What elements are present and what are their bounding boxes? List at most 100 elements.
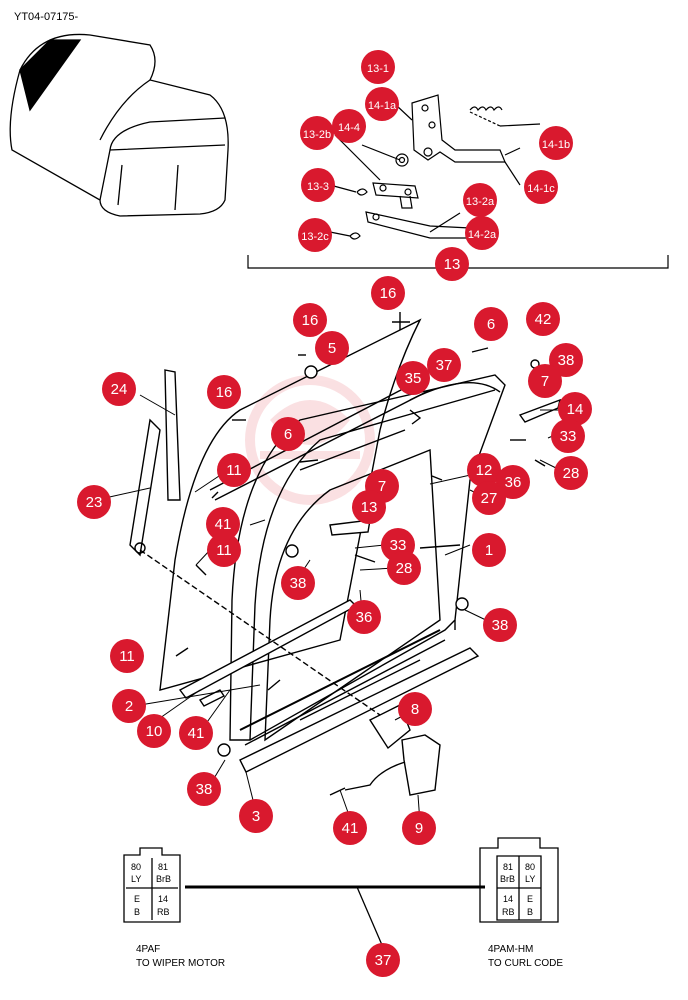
callout-label: 27 bbox=[481, 490, 498, 507]
callout-5: 5 bbox=[315, 331, 349, 365]
callout-13-top: 13 bbox=[435, 247, 469, 281]
callout-11-c: 11 bbox=[110, 639, 144, 673]
callout-37-a: 37 bbox=[427, 348, 461, 382]
callout-3: 3 bbox=[239, 799, 273, 833]
callout-label: 41 bbox=[188, 725, 205, 742]
callout-label: 1 bbox=[485, 542, 493, 559]
callout-circle bbox=[300, 116, 334, 150]
callout-14-1c: 14-1c bbox=[524, 170, 558, 204]
callout-label: 13-2c bbox=[301, 231, 329, 243]
callout-circle bbox=[524, 170, 558, 204]
callout-circle bbox=[217, 453, 251, 487]
conn-right-cell-1: 80 bbox=[525, 862, 535, 872]
callout-41-a: 41 bbox=[206, 507, 240, 541]
callout-circle bbox=[387, 551, 421, 585]
callout-11-a: 11 bbox=[217, 453, 251, 487]
callout-circle bbox=[352, 490, 386, 524]
callout-circle bbox=[301, 168, 335, 202]
callout-13-1: 13-1 bbox=[361, 50, 395, 84]
callout-circle bbox=[206, 507, 240, 541]
callout-circle bbox=[298, 218, 332, 252]
callout-7-a: 7 bbox=[528, 364, 562, 398]
callout-circle bbox=[271, 417, 305, 451]
callout-label: 14 bbox=[567, 401, 584, 418]
callout-6-a: 6 bbox=[474, 307, 508, 341]
callout-label: 6 bbox=[284, 426, 292, 443]
callout-circle bbox=[366, 943, 400, 977]
callout-14-1a: 14-1a bbox=[365, 87, 399, 121]
callout-circle bbox=[207, 533, 241, 567]
callout-35: 35 bbox=[396, 361, 430, 395]
callout-circle bbox=[472, 481, 506, 515]
callout-circle bbox=[361, 50, 395, 84]
callout-label: 14-1b bbox=[542, 139, 570, 151]
callout-circle bbox=[427, 348, 461, 382]
callout-circle bbox=[112, 689, 146, 723]
callout-42: 42 bbox=[526, 302, 560, 336]
callout-41-b: 41 bbox=[179, 716, 213, 750]
callout-label: 33 bbox=[390, 537, 407, 554]
cab-thumbnail bbox=[9, 33, 229, 217]
callout-16-c: 16 bbox=[207, 375, 241, 409]
callout-circle bbox=[551, 419, 585, 453]
callout-label: 36 bbox=[356, 609, 373, 626]
callout-label: 28 bbox=[563, 465, 580, 482]
callout-circle bbox=[371, 276, 405, 310]
callout-label: 3 bbox=[252, 808, 260, 825]
callout-label: 38 bbox=[492, 617, 509, 634]
conn-left-cell-2: LY bbox=[131, 874, 141, 884]
callout-16-a: 16 bbox=[371, 276, 405, 310]
callout-label: 14-1a bbox=[368, 100, 397, 112]
callout-label: 9 bbox=[415, 820, 423, 837]
callout-circle bbox=[465, 216, 499, 250]
callout-circle bbox=[463, 183, 497, 217]
callout-label: 11 bbox=[226, 462, 242, 479]
callout-label: 41 bbox=[215, 516, 232, 533]
callout-8: 8 bbox=[398, 692, 432, 726]
callout-circle bbox=[179, 716, 213, 750]
callout-label: 36 bbox=[505, 474, 522, 491]
callout-circle bbox=[137, 714, 171, 748]
conn-right-cell-7: B bbox=[527, 907, 533, 917]
callout-circle bbox=[496, 465, 530, 499]
callout-label: 35 bbox=[405, 370, 422, 387]
callout-label: 8 bbox=[411, 701, 419, 718]
conn-right-cell-4: 14 bbox=[503, 894, 513, 904]
callout-label: 13 bbox=[361, 499, 378, 516]
callout-13-3: 13-3 bbox=[301, 168, 335, 202]
callout-circle bbox=[102, 372, 136, 406]
callout-circle bbox=[528, 364, 562, 398]
callout-label: 6 bbox=[487, 316, 495, 333]
conn-right-caption2: TO CURL CODE bbox=[488, 958, 563, 969]
conn-left-cell-7: RB bbox=[157, 907, 170, 917]
callout-label: 16 bbox=[380, 285, 397, 302]
callout-circle bbox=[239, 799, 273, 833]
callout-label: 13-2a bbox=[466, 196, 495, 208]
callout-circle bbox=[467, 453, 501, 487]
callout-38-c: 38 bbox=[483, 608, 517, 642]
callout-label: 38 bbox=[290, 575, 307, 592]
callout-label: 14-4 bbox=[338, 122, 360, 134]
conn-right-cell-2: BrB bbox=[500, 874, 515, 884]
conn-right-cell-5: E bbox=[527, 894, 533, 904]
callout-circle bbox=[187, 772, 221, 806]
callout-label: 13-3 bbox=[307, 181, 329, 193]
callout-circle bbox=[347, 600, 381, 634]
callout-24: 24 bbox=[102, 372, 136, 406]
callout-label: 38 bbox=[558, 352, 575, 369]
conn-right-cell-6: RB bbox=[502, 907, 515, 917]
callout-2: 2 bbox=[112, 689, 146, 723]
callout-label: 28 bbox=[396, 560, 413, 577]
conn-right-cell-0: 81 bbox=[503, 862, 513, 872]
callout-label: 24 bbox=[111, 381, 128, 398]
callout-circle bbox=[539, 126, 573, 160]
callout-circle bbox=[526, 302, 560, 336]
callout-38-d: 38 bbox=[187, 772, 221, 806]
callout-10: 10 bbox=[137, 714, 171, 748]
callout-37-b: 37 bbox=[366, 943, 400, 977]
conn-left-cell-4: E bbox=[134, 894, 140, 904]
callout-circle bbox=[332, 109, 366, 143]
callout-label: 12 bbox=[476, 462, 493, 479]
window-assembly bbox=[129, 312, 562, 796]
callout-label: 11 bbox=[119, 648, 135, 665]
